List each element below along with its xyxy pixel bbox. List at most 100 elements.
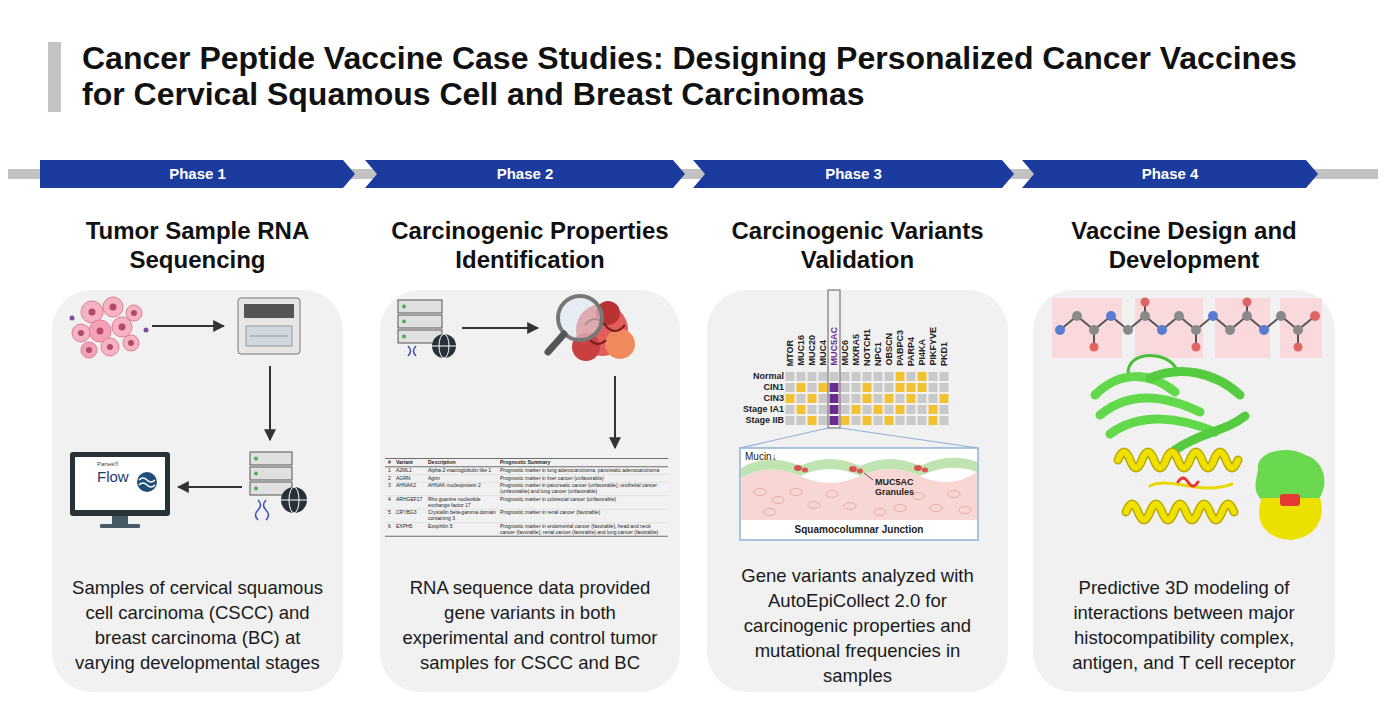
stage-label: CIN1 — [763, 383, 784, 392]
heatmap-cell — [830, 416, 839, 425]
peptide-molecule — [1293, 325, 1303, 335]
heatmap-cell — [918, 416, 927, 425]
server-icon — [254, 472, 258, 476]
mhc-ribbon — [1118, 452, 1238, 468]
gene-label: MUC6 — [841, 340, 850, 366]
heatmap-cell — [874, 405, 883, 414]
server-icon — [250, 452, 307, 520]
cervix-tissue — [754, 489, 766, 496]
protein-magnifier — [548, 296, 635, 361]
cervix-tissue — [808, 502, 820, 509]
heatmap-cell — [797, 416, 806, 425]
heatmap-cell — [896, 372, 905, 381]
illustration-label: Squamocolumnar Junction — [744, 524, 974, 536]
mhc-ribbon — [1150, 372, 1240, 395]
tcr-surface — [1256, 450, 1325, 540]
stage-label: Normal — [753, 372, 784, 381]
heatmap-cell — [885, 394, 894, 403]
heatmap-cell — [940, 405, 949, 414]
gene-label: MTOR — [786, 340, 795, 366]
gene-label: PABPC3 — [896, 330, 905, 366]
heatmap-cell — [907, 394, 916, 403]
heatmap-cell — [808, 416, 817, 425]
gene-label: NOTCH1 — [863, 329, 872, 366]
gene-label: OBSCN — [885, 333, 894, 366]
heatmap-cell — [808, 372, 817, 381]
phase-heading: Vaccine Design and Development — [1018, 208, 1350, 274]
server-icon — [398, 300, 442, 313]
monitor-icon — [75, 457, 165, 510]
heatmap-cell — [863, 372, 872, 381]
peptide-molecule — [1090, 343, 1099, 352]
heatmap-cell — [940, 383, 949, 392]
phase-label: Phase 1 — [40, 160, 355, 188]
heatmap-cell — [819, 372, 828, 381]
table-rule — [385, 536, 668, 537]
flow-arrow — [152, 325, 224, 327]
phase-heading: Tumor Sample RNA Sequencing — [37, 208, 358, 274]
server-icon — [432, 334, 456, 358]
heatmap-cell — [929, 372, 938, 381]
server-icon — [254, 487, 258, 491]
flow-arrow — [178, 486, 242, 488]
heatmap-cell — [797, 372, 806, 381]
phase-description: Samples of cervical squamous cell carcin… — [68, 575, 328, 675]
server-icon — [408, 346, 416, 356]
heatmap-cell — [874, 394, 883, 403]
panel-ground — [52, 290, 343, 692]
heatmap-cell — [819, 394, 828, 403]
monitor-icon — [70, 452, 170, 516]
tumor-cells — [89, 309, 96, 316]
highlight-box — [828, 290, 840, 428]
peptide-molecule — [1141, 298, 1150, 307]
panel-ground — [1033, 290, 1335, 692]
heatmap-cell — [929, 394, 938, 403]
heatmap-cell — [885, 383, 894, 392]
heatmap-cell — [830, 394, 839, 403]
peptide-molecule — [1140, 311, 1150, 321]
table-cell: CRYBG3 — [396, 510, 427, 516]
server-icon — [398, 300, 456, 358]
peptide-molecule — [1242, 311, 1252, 321]
peptide-molecule — [1052, 298, 1122, 358]
peptide-molecule — [1215, 298, 1270, 358]
tumor-cells — [103, 297, 123, 317]
zoom-line — [840, 428, 978, 448]
heatmap-cell — [852, 372, 861, 381]
table-cell: 3 — [388, 483, 395, 489]
stage-label: CIN3 — [763, 394, 784, 403]
sequencer-icon — [238, 298, 300, 354]
cervix-tissue — [930, 505, 942, 512]
sequencer-icon — [238, 298, 300, 354]
stage-label: Stage IA1 — [743, 405, 784, 414]
leader-line — [864, 473, 873, 480]
server-icon — [402, 305, 406, 309]
tumor-cells — [72, 324, 90, 342]
illustration-label: Mucin↓ — [745, 451, 777, 463]
heatmap-cell — [896, 394, 905, 403]
heatmap-cell — [786, 405, 795, 414]
cervix-tissue — [844, 503, 856, 510]
heatmap-cell — [830, 405, 839, 414]
heatmap-cell — [841, 416, 850, 425]
mhc-ribbon — [1126, 504, 1234, 520]
panel-ground — [707, 290, 1008, 692]
cervix-tissue — [922, 468, 928, 473]
phase-label: Phase 3 — [693, 160, 1014, 188]
heatmap-cell — [797, 394, 806, 403]
monitor-icon — [100, 524, 140, 528]
tumor-cells — [112, 317, 132, 337]
server-icon — [254, 457, 258, 461]
table-cell: Alpha-2-macroglobulin like 1 — [428, 468, 498, 474]
gene-label: MXRA5 — [852, 334, 861, 366]
monitor-icon — [137, 472, 157, 492]
heatmap-cell — [819, 383, 828, 392]
tumor-cells — [128, 340, 134, 346]
heatmap-cell — [907, 416, 916, 425]
gene-label: MUC16 — [797, 335, 806, 366]
tumor-cells — [131, 310, 137, 316]
server-icon — [256, 500, 269, 520]
gene-label: MUC20 — [808, 335, 817, 366]
table-cell: # — [388, 460, 395, 466]
mhc-ribbon — [1175, 416, 1245, 450]
